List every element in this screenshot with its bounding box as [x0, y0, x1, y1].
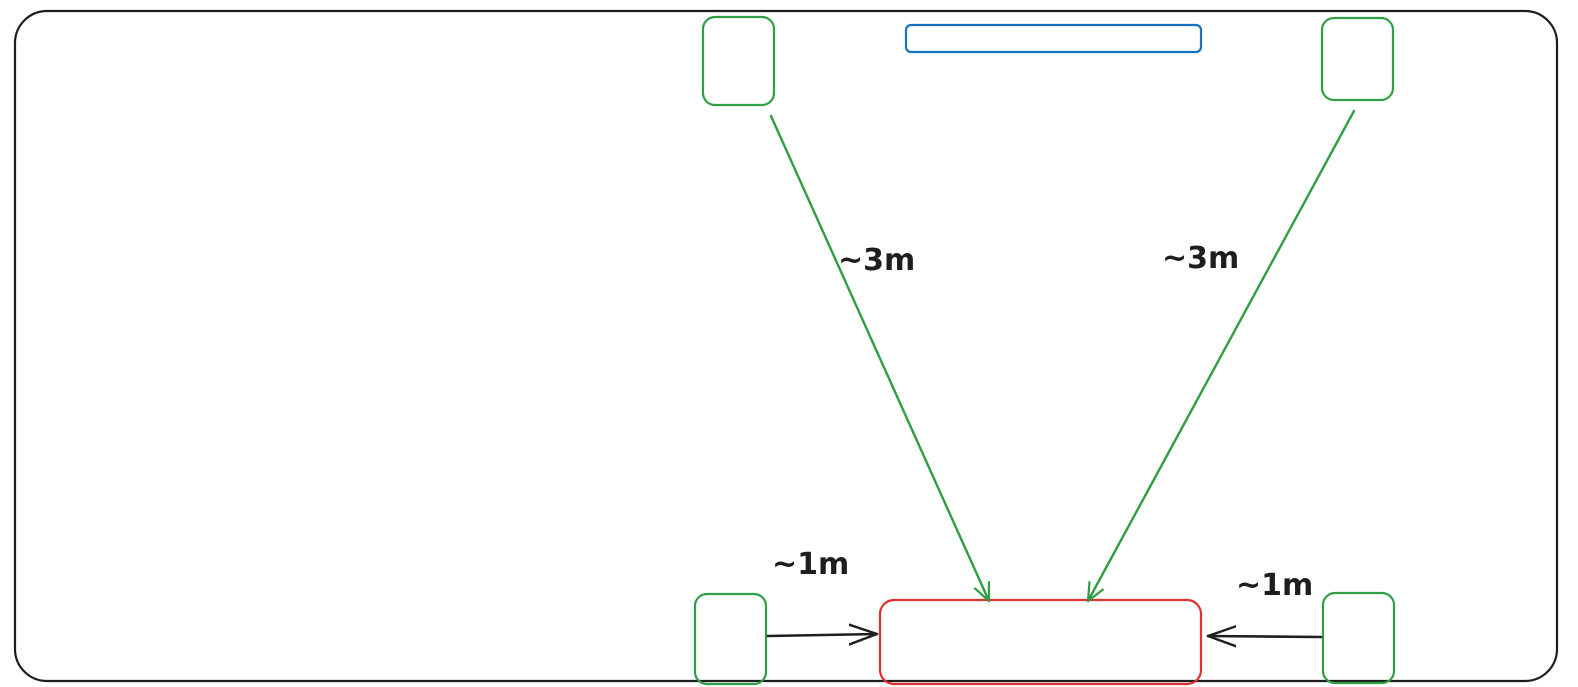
side-right-distance-label: ~1m — [1236, 568, 1313, 603]
side-left-distance-label: ~1m — [772, 547, 849, 582]
screen — [904, 23, 1203, 54]
side-right-arrow — [1206, 636, 1323, 637]
front-left-arrow — [769, 114, 991, 603]
side-right-speaker — [1321, 591, 1396, 685]
front-right-speaker — [1320, 16, 1395, 102]
front-left-distance-label: ~3m — [838, 243, 915, 278]
side-left-speaker — [693, 592, 768, 686]
listening-seat — [878, 598, 1203, 686]
room-outline — [13, 9, 1559, 683]
front-right-distance-label: ~3m — [1162, 241, 1239, 276]
front-right-arrow — [1086, 109, 1356, 603]
side-left-arrow — [766, 634, 879, 636]
front-left-speaker — [701, 15, 776, 107]
